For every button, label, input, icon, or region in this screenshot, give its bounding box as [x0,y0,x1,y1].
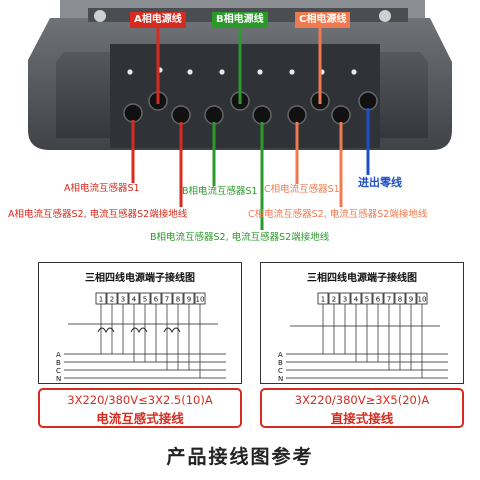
a-line-label: A相电源线 [130,12,186,28]
direct-diagram-title: 三相四线电源端子接线图 [307,273,417,284]
a-s1-label: A相电流互感器S1 [64,183,140,194]
b-s1-label: B相电流互感器S1 [182,186,258,197]
ct-wiring-diagram: 三相四线电源端子接线图 [38,262,242,384]
ct-rating: 3X220/380V≤3X2.5(10)A [67,393,213,407]
wire-callout-lines [131,28,370,230]
c-line-label: C相电源线 [295,12,351,28]
neutral-label: 进出零线 [358,176,402,189]
b-line-label: B相电源线 [212,12,268,28]
ct-diagram-title: 三相四线电源端子接线图 [85,273,195,284]
footer-title: 产品接线图参考 [166,446,314,468]
c-s2-label: C相电流互感器S2, 电流互感器S2端接地线 [248,209,428,220]
a-s2-label: A相电流互感器S2, 电流互感器S2端接地线 [8,209,188,220]
direct-spec-box: 3X220/380V≥3X5(20)A 直接式接线 [260,388,464,428]
direct-wiring-diagram: 三相四线电源端子接线图 [260,262,464,384]
direct-rating: 3X220/380V≥3X5(20)A [294,393,430,407]
c-s1-label: C相电流互感器S1 [264,184,340,195]
b-s2-label: B相电流互感器S2, 电流互感器S2端接地线 [150,232,330,243]
direct-mode: 直接式接线 [330,411,394,426]
ct-mode: 电流互感式接线 [96,411,184,426]
ct-spec-box: 3X220/380V≤3X2.5(10)A 电流互感式接线 [38,388,242,428]
